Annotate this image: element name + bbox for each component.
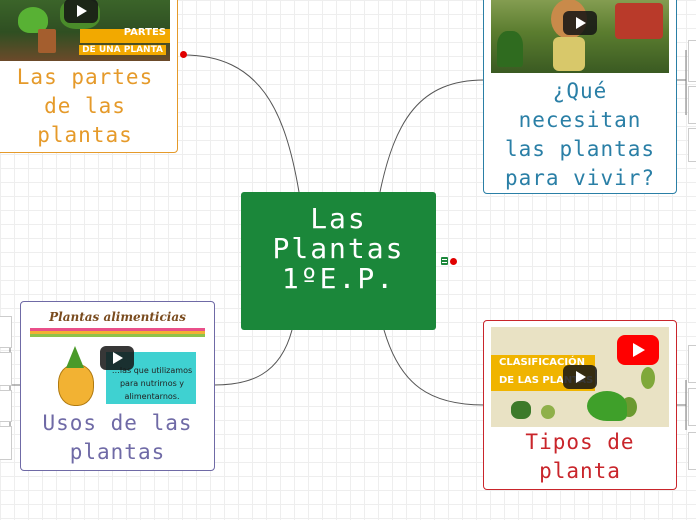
node-que-necesitan-las-plantas[interactable]: ¿Qué necesitan las plantas para vivir? [483,0,677,194]
node-label-line: de las [44,94,126,118]
node-label-line: plantas [69,440,166,464]
node-label-line: Tipos de [525,430,635,454]
offscreen-node[interactable] [0,352,12,386]
image-thumbnail[interactable]: Plantas alimenticias …las que utilizamos… [28,308,207,408]
offscreen-node[interactable] [0,316,12,348]
video-caption: PARTES [123,27,166,38]
link-dot-icon[interactable] [450,258,457,265]
node-label-line: necesitan [518,108,642,132]
play-icon[interactable] [100,346,134,370]
pineapple-illustration [58,364,94,406]
video-caption: DE LAS PLANTAS [499,375,594,386]
offscreen-node[interactable] [688,40,696,82]
node-label-line: Las partes [16,65,154,89]
central-topic[interactable]: Las Plantas 1ºE.P. [241,192,436,330]
video-thumbnail[interactable]: PARTES DE UNA PLANTA [0,0,170,61]
play-icon[interactable] [563,365,597,389]
connector-tipos [383,329,485,406]
node-label-line: ¿Qué [552,79,608,103]
node-label-line: para vivir? [504,166,656,190]
central-title-line: Plantas [272,232,405,265]
connector-partes [182,54,300,193]
offscreen-node[interactable] [688,128,696,162]
offscreen-node[interactable] [688,345,696,383]
node-tipos-de-planta[interactable]: CLASIFICACIÓN DE LAS PLANTAS Tipos de pl… [483,320,677,490]
thumbnail-text: alimentarnos. [124,392,180,401]
offscreen-node[interactable] [0,426,12,460]
node-label-line: planta [539,459,621,483]
thumbnail-title: Plantas alimenticias [49,310,186,324]
youtube-icon[interactable] [617,335,659,365]
offscreen-node[interactable] [688,432,696,470]
connector-necesitan [379,79,485,193]
connector-usos [213,329,293,386]
central-title-line: Las [310,202,367,235]
offscreen-node[interactable] [688,86,696,124]
offscreen-node[interactable] [0,390,12,422]
node-usos-de-las-plantas[interactable]: Plantas alimenticias …las que utilizamos… [20,301,215,471]
central-title-line: 1ºE.P. [281,262,396,295]
thumbnail-text: …las que utilizamos [111,366,193,375]
play-icon[interactable] [64,0,98,23]
link-dot-icon[interactable] [180,51,187,58]
video-thumbnail[interactable] [491,0,669,73]
node-label-line: plantas [37,123,133,147]
play-icon[interactable] [563,11,597,35]
offscreen-node[interactable] [688,388,696,426]
video-thumbnail[interactable]: CLASIFICACIÓN DE LAS PLANTAS [491,327,669,427]
node-label-line: las plantas [504,137,656,161]
node-label-line: Usos de las [42,411,193,435]
note-icon[interactable] [441,257,448,265]
thumbnail-text: para nutrirnos y [119,379,185,388]
node-partes-de-las-plantas[interactable]: PARTES DE UNA PLANTA Las partes de las p… [0,0,178,153]
video-caption: CLASIFICACIÓN [499,357,585,368]
video-caption: DE UNA PLANTA [79,45,166,55]
